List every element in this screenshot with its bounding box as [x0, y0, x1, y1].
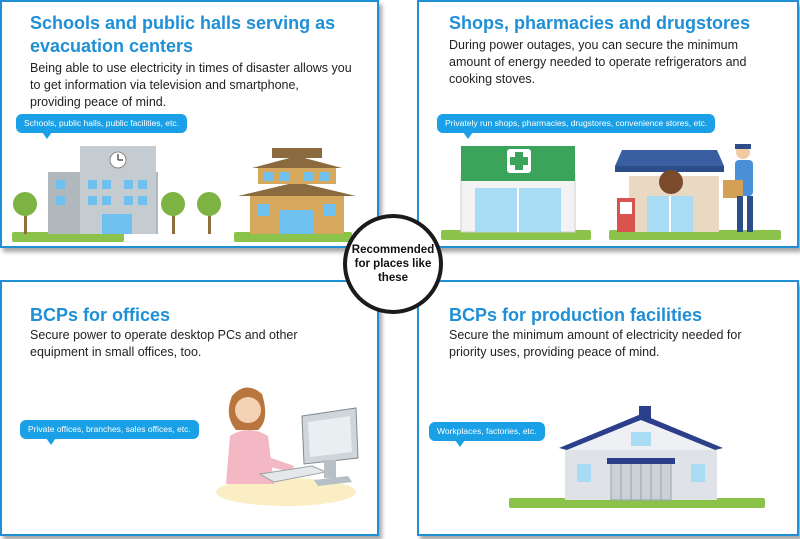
- panel-schools: Schools and public halls serving as evac…: [0, 0, 379, 248]
- factory-illustration: [509, 406, 765, 508]
- panel-factories: BCPs for production facilities Secure th…: [417, 280, 799, 536]
- pharmacy-and-shop-illustration: [441, 144, 781, 240]
- panel-title: BCPs for offices: [30, 305, 171, 325]
- category-tag: Schools, public halls, public facilities…: [16, 114, 187, 139]
- office-worker-illustration: [216, 387, 359, 506]
- category-tag: Workplaces, factories, etc.: [429, 422, 545, 447]
- panel-description: During power outages, you can secure the…: [449, 38, 747, 86]
- panel-offices: BCPs for offices Secure power to operate…: [0, 280, 379, 536]
- panel-description: Secure power to operate desktop PCs and …: [30, 328, 298, 359]
- center-badge-label: Recommended for places like these: [351, 244, 435, 284]
- panel-shops: Shops, pharmacies and drugstores During …: [417, 0, 799, 248]
- category-tag: Private offices, branches, sales offices…: [20, 420, 199, 445]
- panel-description: Being able to use electricity in times o…: [30, 61, 352, 109]
- panel-title: BCPs for production facilities: [449, 305, 703, 325]
- center-badge: Recommended for places like these: [343, 214, 443, 314]
- panel-title: Schools and public halls serving as evac…: [30, 13, 336, 56]
- panel-title: Shops, pharmacies and drugstores: [449, 13, 751, 33]
- panel-description: Secure the minimum amount of electricity…: [449, 328, 742, 359]
- category-tag: Privately run shops, pharmacies, drugsto…: [437, 114, 716, 139]
- school-and-hall-illustration: [12, 146, 356, 242]
